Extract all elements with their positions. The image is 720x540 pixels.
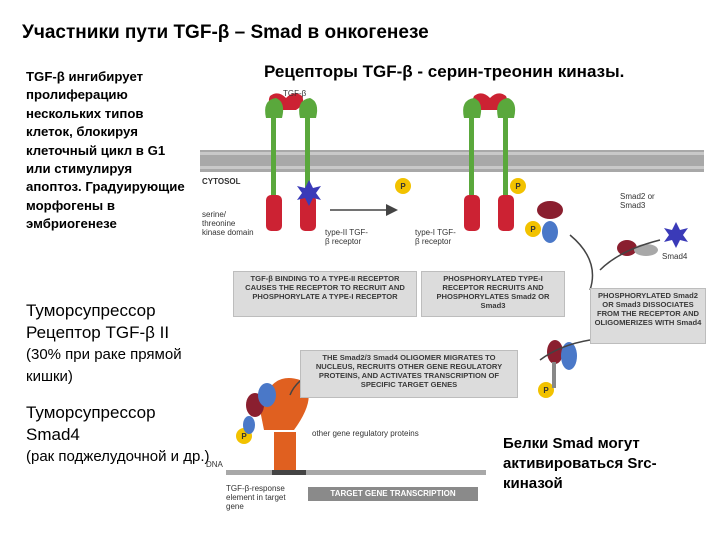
tumor2-line2: Smad4	[26, 425, 80, 444]
type-ii-receptor	[265, 98, 318, 231]
phosphate-2	[510, 178, 526, 194]
kinase-star-left	[297, 180, 321, 206]
tumor-suppressor-receptor: Туморсупрессор Рецептор TGF-β II (30% пр…	[26, 300, 216, 388]
smad2-3-near-receptor	[537, 201, 563, 243]
smad4-free	[617, 240, 658, 256]
other-proteins-label: other gene regulatory proteins	[312, 429, 419, 438]
tumor2-line3: (рак поджелудочной и др.)	[26, 448, 210, 465]
tumor1-line2: Рецептор TGF-β II	[26, 323, 170, 342]
svg-text:P: P	[241, 432, 247, 441]
svg-text:P: P	[400, 182, 406, 191]
svg-text:P: P	[515, 182, 521, 191]
target-transcription-bar: TARGET GENE TRANSCRIPTION	[308, 487, 478, 501]
page-title: Участники пути TGF-β – Smad в онкогенезе	[22, 22, 429, 43]
step-box-4: THE Smad2/3 Smad4 OLIGOMER MIGRATES TO N…	[300, 350, 518, 398]
tgf-beta-note: TGF-β ингибирует пролиферацию нескольких…	[26, 69, 185, 232]
type-i-receptor	[463, 98, 516, 231]
phosphate-4	[538, 382, 554, 398]
tgf-label: TGF-β	[283, 89, 307, 98]
tumor2-line1: Туморсупрессор	[26, 403, 156, 422]
tumor1-line3: (30% при раке прямой кишки)	[26, 346, 182, 385]
svg-text:P: P	[530, 225, 536, 234]
step-box-3: PHOSPHORYLATED Smad2 OR Smad3 DISSOCIATE…	[590, 288, 706, 344]
kinase-domain-label: serine/ threonine kinase domain	[202, 210, 254, 237]
step-box-2: PHOSPHORYLATED TYPE-I RECEPTOR RECRUITS …	[421, 271, 565, 317]
src-kinase-note: Белки Smad могут активироваться Src-кина…	[503, 435, 657, 492]
response-element-label: TGF-β-response element in target gene	[226, 484, 286, 511]
step-box-1: TGF-β BINDING TO A TYPE-II RECEPTOR CAUS…	[233, 271, 417, 317]
diagram-subtitle: Рецепторы TGF-β - серин-треонин киназы.	[264, 62, 625, 81]
type-i-label: type-I TGF-β receptor	[415, 228, 456, 246]
cytosol-label: CYTOSOL	[202, 177, 241, 186]
kinase-star-right	[664, 222, 688, 248]
tumor1-line1: Туморсупрессор	[26, 301, 156, 320]
smad-oligomer	[547, 340, 577, 388]
svg-text:P: P	[543, 386, 549, 395]
dna-strand	[226, 470, 486, 475]
phosphate-3	[525, 221, 541, 237]
tumor-suppressor-smad4: Туморсупрессор Smad4 (рак поджелудочной …	[26, 402, 216, 468]
smad23-label: Smad2 or Smad3	[620, 192, 655, 210]
dna-label: DNA	[206, 460, 223, 469]
smad4-label: Smad4	[662, 252, 688, 261]
type-ii-label: type-II TGF-β receptor	[325, 228, 368, 246]
phosphate-1	[395, 178, 411, 194]
nuclear-complex	[243, 378, 309, 474]
